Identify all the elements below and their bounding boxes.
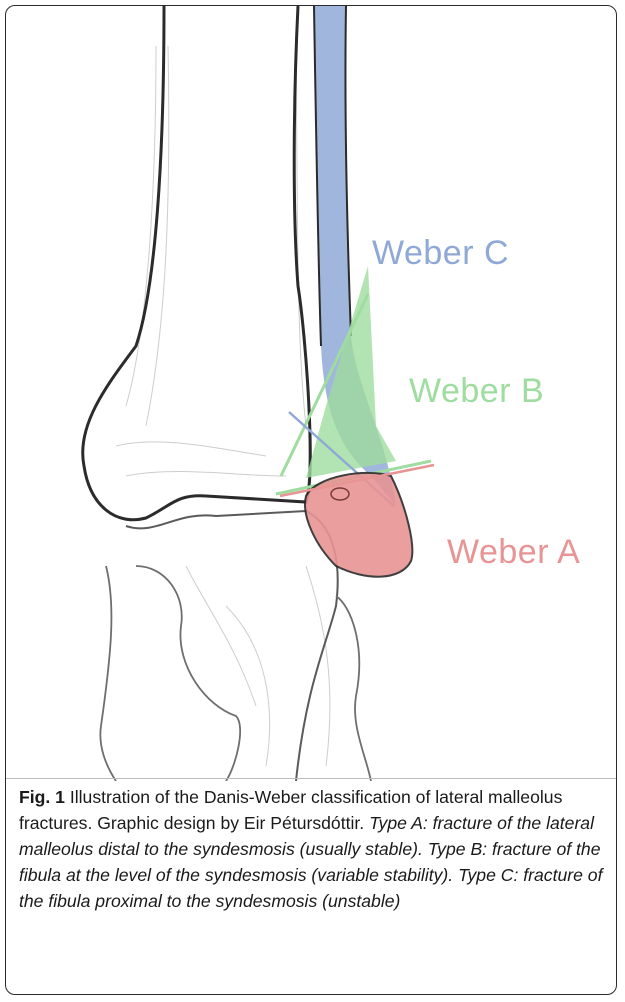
tibia-sketch-shading [116,46,330,766]
weber-c-label: Weber C [372,234,509,273]
figure-frame: Weber C Weber B Weber A Fig. 1 Illustrat… [5,5,617,995]
figure-caption: Fig. 1 Illustration of the Danis-Weber c… [19,784,607,914]
talus-outline [126,511,338,781]
weber-b-label: Weber B [409,372,544,411]
tibia-outline [83,6,311,520]
caption-divider [6,778,616,779]
foot-bone-right [336,596,371,781]
figure-number: Fig. 1 [19,787,65,807]
foot-bone-left [100,566,116,781]
weber-a-label: Weber A [447,533,580,572]
foot-bone-mid [136,566,240,781]
